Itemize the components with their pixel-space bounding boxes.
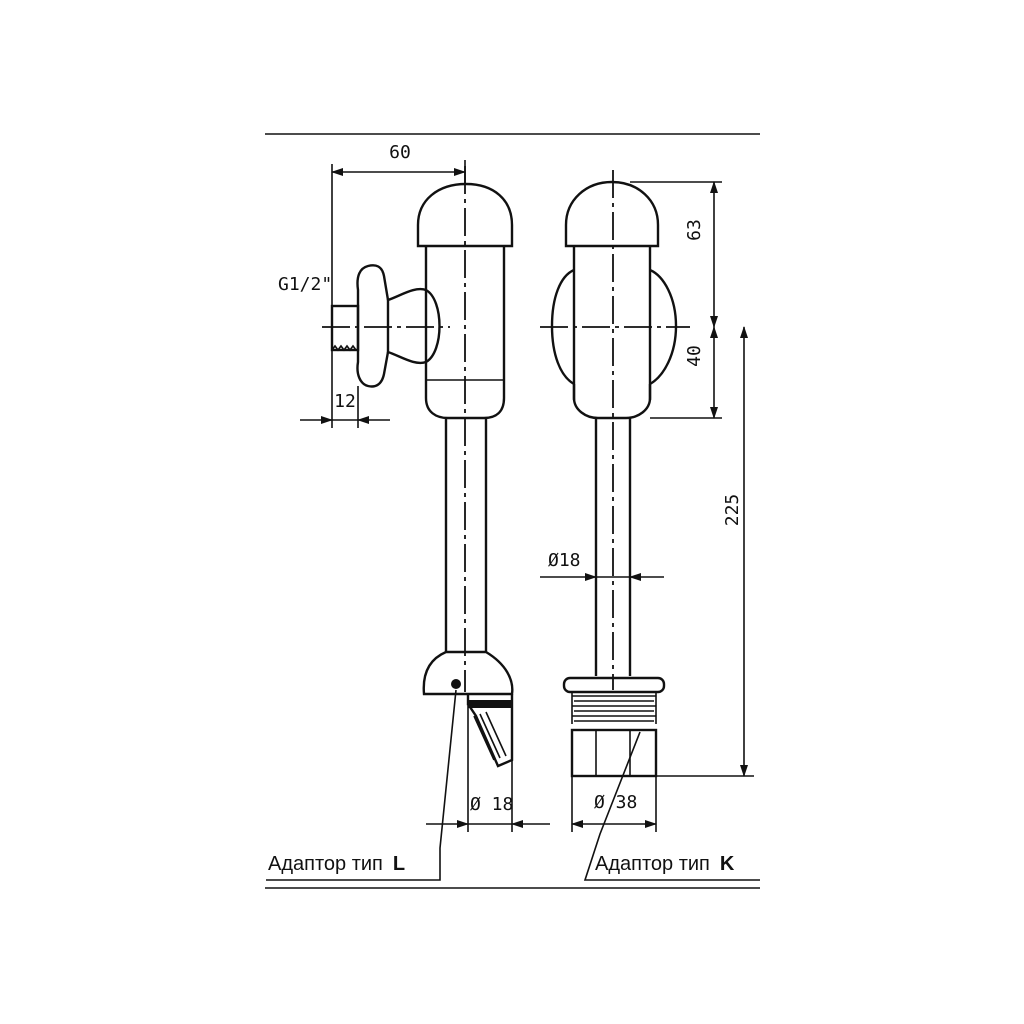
leader-adapter-l bbox=[266, 689, 457, 881]
dim-60-label: 60 bbox=[389, 142, 411, 163]
dim-40-label: 40 bbox=[684, 345, 705, 367]
adapter-l-slant bbox=[473, 711, 507, 761]
side-handle-hub bbox=[386, 287, 441, 365]
front-lug-right bbox=[649, 268, 678, 386]
caption-adapter-l-text: Адаптор тип bbox=[268, 853, 383, 875]
leader-adapter-k bbox=[583, 731, 760, 881]
front-view bbox=[540, 170, 690, 778]
dim-adk-label: Ø 38 bbox=[594, 792, 637, 813]
side-thread-inlet bbox=[330, 304, 360, 352]
adapter-k-sleeve bbox=[570, 728, 658, 778]
side-view bbox=[322, 166, 514, 768]
caption-adapter-l: Адаптор тип L bbox=[268, 853, 405, 875]
caption-adapter-k-text: Адаптор тип bbox=[595, 853, 710, 875]
adapter-l-dot bbox=[451, 679, 461, 689]
front-dome-cap bbox=[564, 180, 660, 248]
dim-pipe-label: Ø18 bbox=[548, 550, 581, 571]
dim-thread-label: G1/2" bbox=[278, 274, 332, 295]
dim-225-label: 225 bbox=[722, 494, 743, 527]
side-lower-body bbox=[424, 380, 506, 420]
adapter-l-body bbox=[422, 650, 514, 696]
front-lug-left bbox=[550, 268, 575, 386]
adapter-l-gasket bbox=[468, 700, 512, 708]
dim-adl-label: Ø 18 bbox=[470, 794, 513, 815]
dim-63-label: 63 bbox=[684, 219, 705, 241]
caption-adapter-l-letter: L bbox=[393, 853, 405, 875]
caption-adapter-k-letter: K bbox=[720, 853, 735, 875]
side-thread-teeth bbox=[331, 344, 357, 352]
front-flange bbox=[562, 676, 666, 694]
caption-adapter-k: Адаптор тип K bbox=[595, 853, 735, 875]
front-lower-body bbox=[572, 384, 652, 420]
dim-12-label: 12 bbox=[334, 391, 356, 412]
side-handle-wheel bbox=[356, 264, 390, 388]
side-dome-cap bbox=[416, 182, 514, 248]
front-thread-rings bbox=[572, 695, 656, 722]
side-valve-body bbox=[424, 246, 506, 380]
